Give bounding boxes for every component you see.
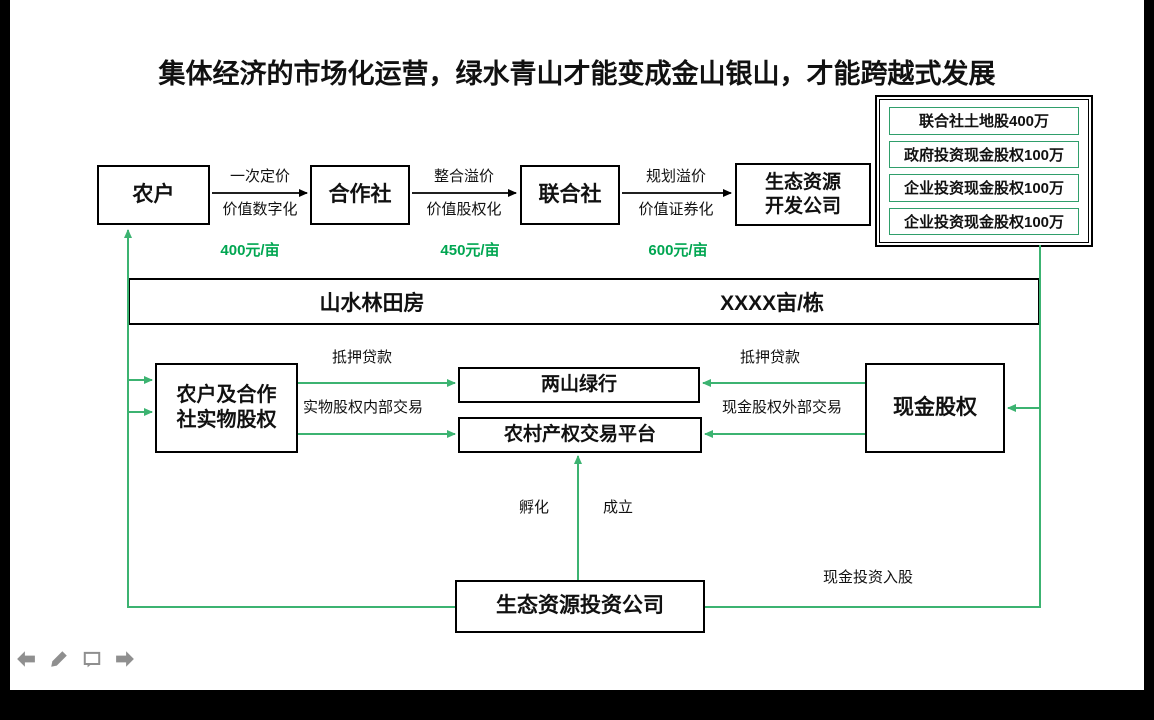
price-400-per-mu: 400元/亩	[220, 242, 280, 259]
back-arrow-icon[interactable]	[16, 650, 36, 668]
node-cash-equity: 现金股权	[865, 363, 1005, 453]
asset-band: 山水林田房 XXXX亩/栋	[128, 278, 1040, 325]
equity-stack-item: 企业投资现金股权100万	[889, 174, 1079, 202]
node-farmer: 农户	[97, 165, 210, 225]
price-450-per-mu: 450元/亩	[440, 242, 500, 259]
slide-title: 集体经济的市场化运营，绿水青山才能变成金山银山，才能跨越式发展	[158, 59, 996, 89]
equity-stack-panel: 联合社土地股400万 政府投资现金股权100万 企业投资现金股权100万 企业投…	[875, 95, 1093, 247]
label-mortgage-loan-right: 抵押贷款	[739, 349, 800, 366]
price-600-per-mu: 600元/亩	[648, 242, 708, 259]
equity-stack-item: 企业投资现金股权100万	[889, 207, 1079, 235]
node-physical-equity: 农户及合作 社实物股权	[155, 363, 298, 453]
comment-icon[interactable]	[82, 650, 102, 668]
label-internal-trade: 实物股权内部交易	[302, 399, 423, 416]
node-union: 联合社	[520, 165, 620, 225]
letterbox-left	[0, 0, 10, 720]
presentation-nav	[16, 650, 135, 668]
asset-band-left-label: 山水林田房	[319, 291, 425, 315]
equity-stack-item: 政府投资现金股权100万	[889, 140, 1079, 168]
node-two-mountain-green-bank: 两山绿行	[458, 367, 700, 403]
node-eco-resource-dev-company: 生态资源 开发公司	[735, 163, 871, 226]
equity-stack-item: 联合社土地股400万	[889, 107, 1079, 135]
label-step2-equitize: 价值股权化	[426, 201, 502, 218]
label-step2-premium: 整合溢价	[433, 168, 494, 185]
node-eco-resource-invest-company: 生态资源投资公司	[455, 580, 705, 633]
label-step3-securitize: 价值证券化	[638, 201, 714, 218]
label-step1-pricing: 一次定价	[229, 168, 290, 185]
node-cooperative: 合作社	[310, 165, 410, 225]
forward-arrow-icon[interactable]	[115, 650, 135, 668]
label-step1-digitize: 价值数字化	[222, 201, 298, 218]
letterbox-right	[1144, 0, 1154, 720]
label-incubate: 孵化	[518, 499, 549, 516]
node-rural-property-trade-platform: 农村产权交易平台	[458, 417, 702, 453]
letterbox-bottom	[0, 690, 1154, 720]
asset-band-right-label: XXXX亩/栋	[720, 291, 824, 315]
equity-stack-inner: 联合社土地股400万 政府投资现金股权100万 企业投资现金股权100万 企业投…	[879, 99, 1089, 243]
label-step3-premium: 规划溢价	[645, 168, 706, 185]
pen-icon[interactable]	[49, 650, 69, 668]
label-mortgage-loan-left: 抵押贷款	[331, 349, 392, 366]
label-external-trade: 现金股权外部交易	[721, 399, 842, 416]
label-cash-investment: 现金投资入股	[822, 569, 913, 586]
label-establish: 成立	[602, 499, 633, 516]
